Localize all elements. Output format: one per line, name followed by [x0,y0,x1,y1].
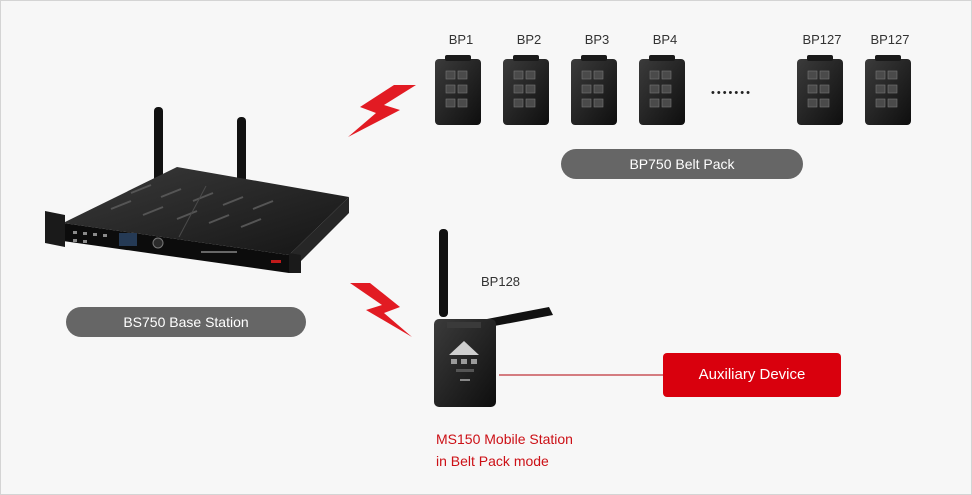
mobile-station-caption-line1: MS150 Mobile Station [436,431,573,447]
belt-pack-device-bp127-a [797,55,843,125]
belt-pack-label-bp4: BP4 [652,32,678,47]
belt-pack-devices [435,55,911,125]
mobile-station-id-label: BP128 [481,274,521,289]
belt-pack-label-bp1: BP1 [448,32,474,47]
belt-pack-label-bp3: BP3 [584,32,610,47]
belt-pack-label-bp127-b: BP127 [870,32,910,47]
mobile-station-caption-line2: in Belt Pack mode [436,453,549,469]
base-station-device [45,107,349,273]
belt-pack-label-bp127-a: BP127 [802,32,842,47]
antenna-left [154,107,163,189]
belt-pack-group-pill: BP750 Belt Pack [561,149,803,179]
belt-pack-device-bp4 [639,55,685,125]
wireless-link-bolt-top [348,85,416,137]
auxiliary-device-box: Auxiliary Device [663,353,841,397]
base-station-pill: BS750 Base Station [66,307,306,337]
belt-pack-device-bp127-b [865,55,911,125]
belt-pack-ellipsis: ••••••• [711,87,752,99]
lcd-display [119,233,137,246]
belt-pack-device-bp1 [435,55,481,125]
belt-pack-device-bp3 [571,55,617,125]
belt-pack-label-bp2: BP2 [516,32,542,47]
front-knob [152,237,164,249]
mobile-station-device [434,229,553,407]
wireless-link-bolt-bottom [350,283,412,337]
belt-pack-device-bp2 [503,55,549,125]
